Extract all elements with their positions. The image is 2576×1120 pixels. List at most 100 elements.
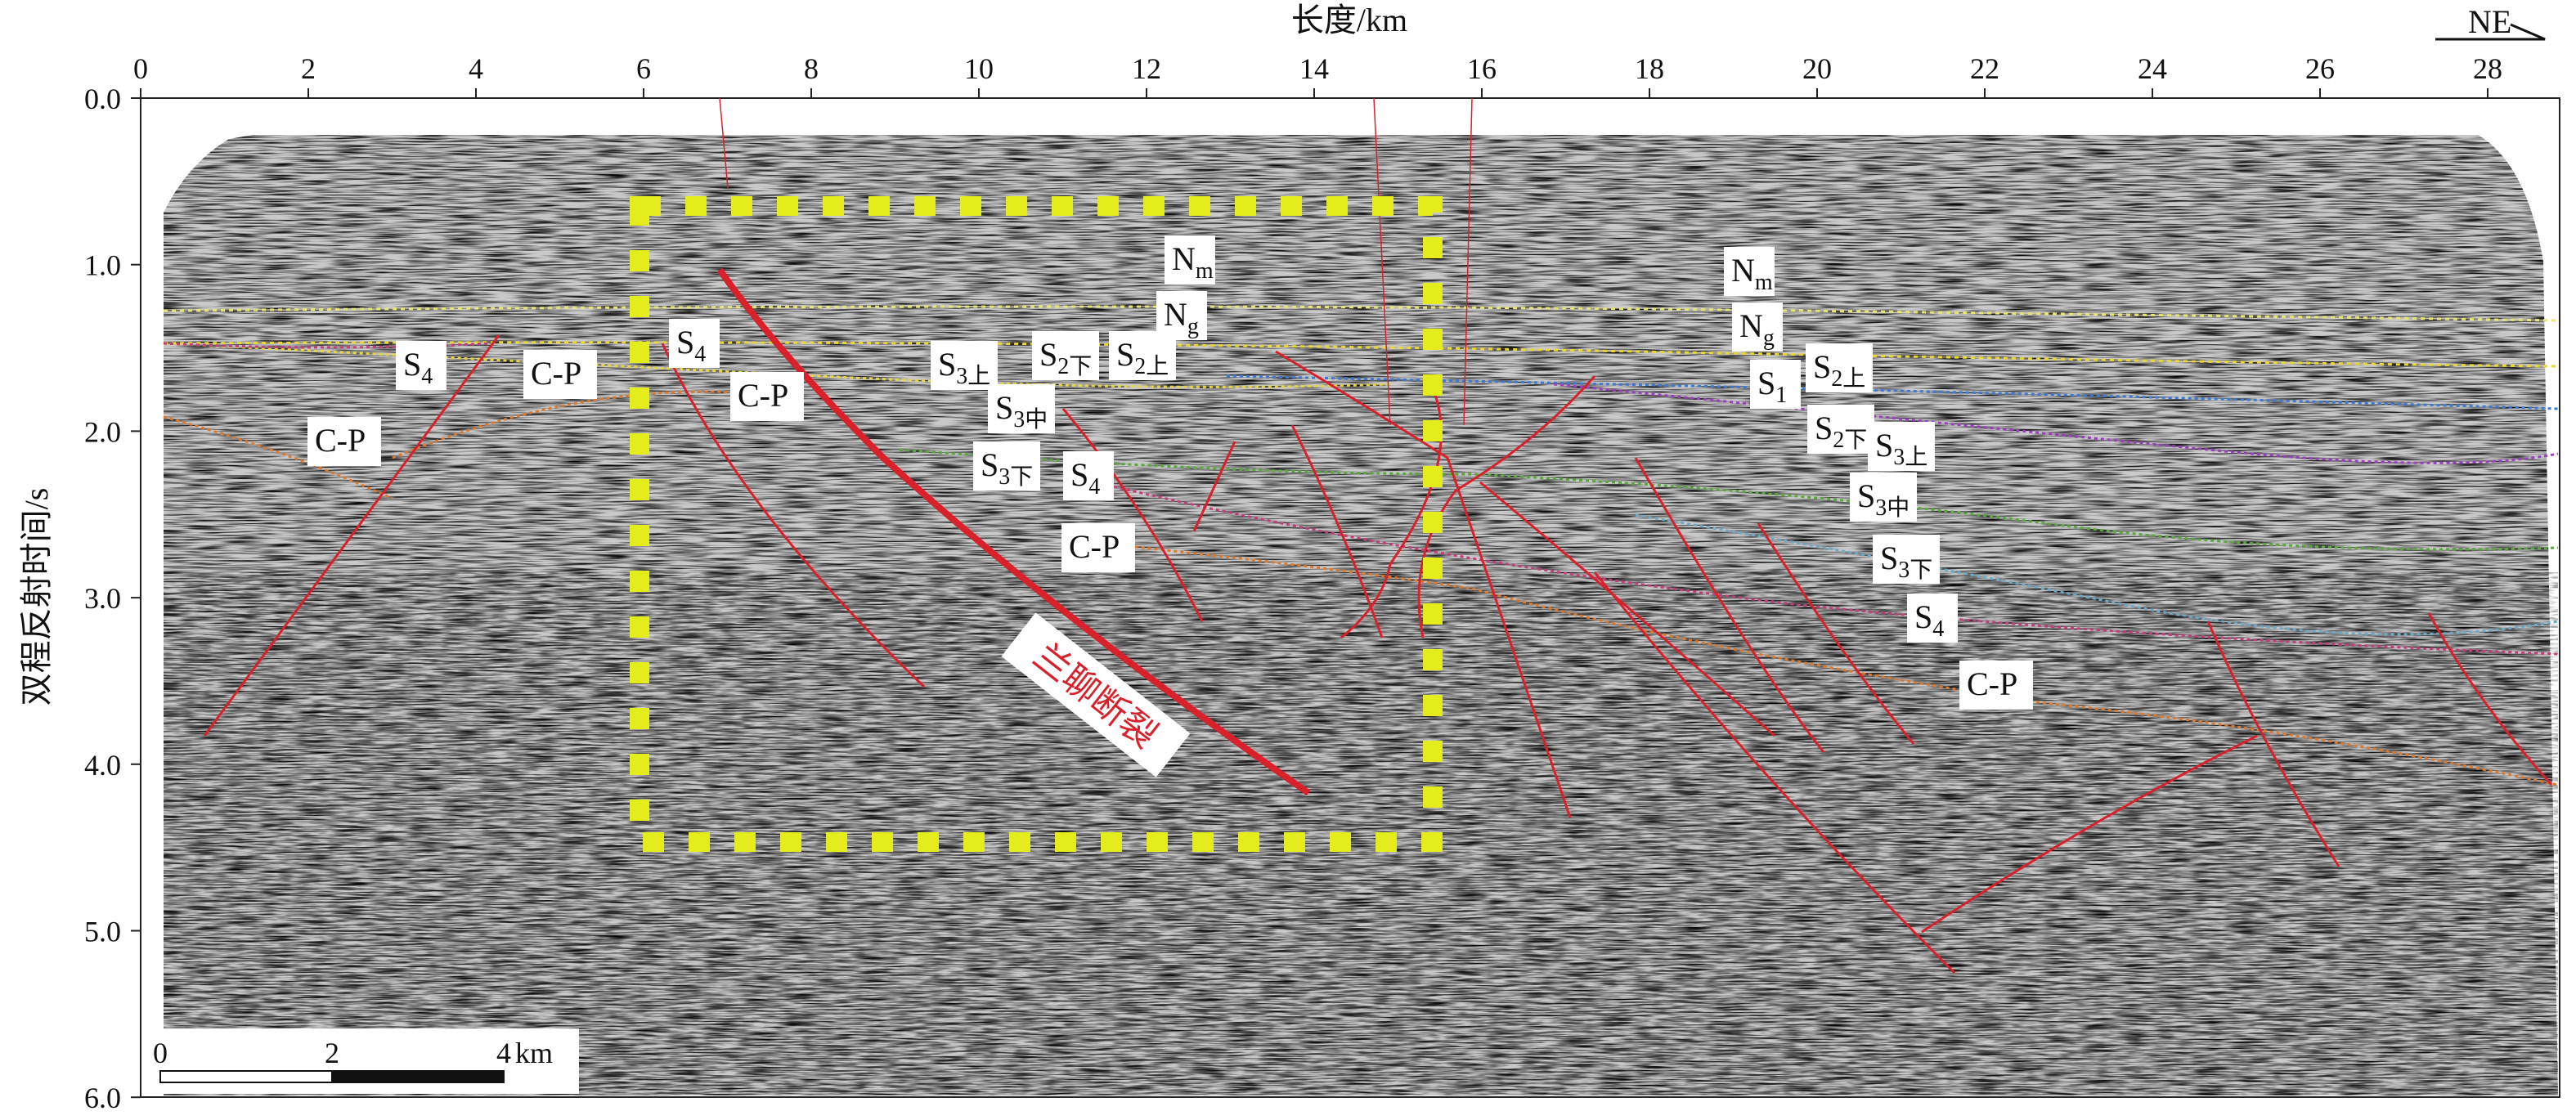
label-base: S (1857, 477, 1875, 514)
label-box (1907, 594, 1958, 643)
y-axis-tick-marks (131, 97, 141, 1099)
label-base: N (1164, 296, 1187, 333)
label-text: S1 (1757, 365, 1787, 408)
label-box (1109, 331, 1176, 380)
label-text: S3下 (1880, 540, 1932, 583)
label-base: N (1731, 252, 1755, 289)
label-box (1850, 473, 1917, 522)
label-box (669, 319, 720, 368)
y-tick-label: 2.0 (84, 415, 121, 448)
label-box (931, 341, 998, 390)
y-axis-title: 双程反射时间/s (18, 488, 55, 706)
x-tick-label: 12 (1132, 52, 1161, 85)
horizon-s3b (1635, 513, 2559, 636)
label-base: S (676, 324, 694, 361)
label-base: C-P (1069, 528, 1120, 565)
label-subscript: 3上 (956, 364, 990, 389)
label-subscript: 3下 (1898, 558, 1932, 583)
fault-name-box (1001, 612, 1191, 777)
horizon-s4 (163, 342, 2559, 656)
label-s1-east: S1 (1750, 360, 1801, 409)
y-axis-tick-labels: 0.01.02.03.04.05.06.0 (84, 83, 121, 1114)
label-subscript: 2下 (1833, 428, 1867, 453)
label-cp-center: C-P (1061, 523, 1135, 572)
label-subscript: g (1763, 325, 1775, 351)
horizon-ng (163, 341, 2559, 368)
label-subscript: m (1755, 270, 1773, 295)
label-base: S (403, 346, 421, 383)
label-text: Nm (1731, 252, 1773, 295)
label-subscript: 2下 (1057, 354, 1092, 379)
label-base: C-P (531, 355, 581, 392)
scale-bar-segment-black (331, 1070, 505, 1083)
label-box (1873, 535, 1940, 584)
fault-west (203, 334, 500, 737)
label-base: S (1757, 365, 1775, 401)
label-text: S2上 (1813, 348, 1865, 392)
label-ng-east: Ng (1732, 302, 1783, 352)
label-text: S4 (1914, 598, 1944, 642)
label-subscript: 4 (421, 364, 433, 389)
label-subscript: 4 (1088, 474, 1100, 500)
x-tick-label: 26 (2305, 52, 2335, 85)
x-tick-label: 0 (133, 52, 148, 85)
label-base: S (1875, 427, 1893, 464)
y-tick-label: 1.0 (84, 249, 121, 282)
label-box (1063, 451, 1114, 500)
label-base: S (1914, 598, 1932, 635)
label-text: S3上 (1875, 427, 1928, 470)
x-tick-label: 6 (636, 52, 651, 85)
label-box (396, 341, 447, 390)
highlight-box (630, 196, 1443, 852)
y-tick-label: 3.0 (84, 582, 121, 615)
fault-c2 (1192, 441, 1236, 532)
x-tick-label: 22 (1970, 52, 1999, 85)
label-box (1732, 302, 1783, 352)
label-box (1165, 235, 1215, 284)
fault-top2 (1373, 97, 1391, 426)
label-s3-lower-east: S3下 (1873, 535, 1940, 584)
fault-top1 (719, 97, 729, 189)
direction-label: NE (2468, 3, 2511, 40)
x-axis-tick-marks (140, 88, 2488, 98)
fault-e1 (1634, 457, 1825, 753)
fault-lines (203, 97, 2553, 974)
label-s3-upper-east: S3上 (1868, 422, 1935, 471)
label-box (307, 417, 381, 466)
x-tick-label: 10 (964, 52, 994, 85)
y-tick-label: 0.0 (84, 83, 121, 115)
label-base: S (995, 389, 1013, 426)
fault-c7 (1479, 481, 1775, 737)
label-s3-mid-center: S3中 (988, 384, 1055, 433)
label-text: Nm (1172, 240, 1214, 284)
horizon-s3 (899, 448, 2559, 551)
label-cp-west-lower: C-P (307, 417, 381, 466)
label-subscript: 3下 (999, 464, 1033, 490)
label-s2-upper-east: S2上 (1806, 343, 1873, 392)
label-text: S4 (676, 324, 706, 367)
scale-bar-unit: km (515, 1037, 553, 1069)
fault-w2 (661, 343, 926, 688)
scale-bar-background (146, 1028, 579, 1094)
scale-bar-label-2: 2 (325, 1037, 339, 1069)
label-text: S3中 (995, 389, 1048, 432)
label-base: N (1739, 307, 1763, 344)
label-subscript: 3上 (1893, 445, 1928, 470)
label-s4-center: S4 (1063, 451, 1114, 500)
label-base: S (1039, 336, 1057, 373)
label-base: S (1815, 410, 1833, 446)
x-tick-label: 8 (804, 52, 819, 85)
horizon-s2-east (1553, 383, 2559, 464)
label-text: S4 (1070, 456, 1100, 500)
label-subscript: 4 (1932, 616, 1944, 642)
label-box (1868, 422, 1935, 471)
label-base: S (938, 346, 956, 383)
label-base: N (1172, 240, 1196, 277)
label-box (1724, 247, 1775, 296)
label-base: S (981, 446, 999, 483)
fault-lanliao (716, 267, 1311, 796)
label-text: C-P (315, 422, 366, 459)
horizon-cp (163, 390, 2559, 786)
